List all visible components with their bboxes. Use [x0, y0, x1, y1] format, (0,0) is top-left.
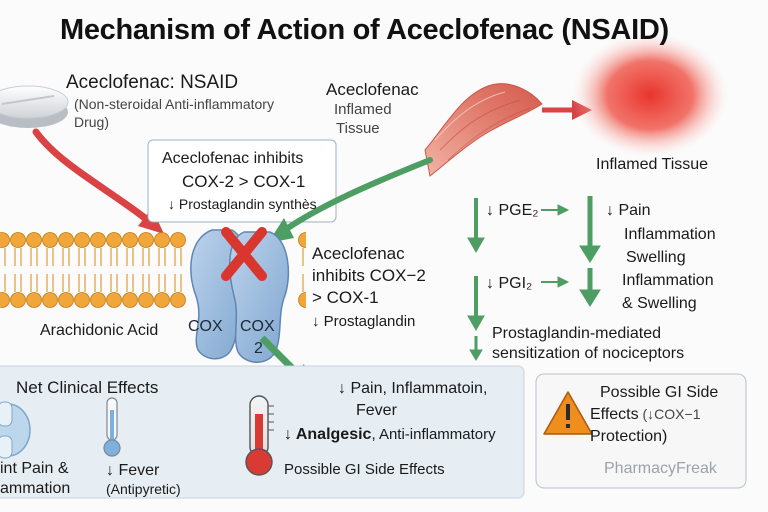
- inhibition-x-icon: [221, 227, 267, 281]
- drug-desc-line2: Drug): [74, 114, 110, 130]
- lipid-head: [0, 292, 10, 308]
- inhibit-text-line3: > COX-1: [312, 288, 379, 307]
- gi-box-line2-rest: (↓COX−1: [638, 406, 701, 422]
- gi-side-effects-box: [535, 373, 747, 489]
- lipid-head: [26, 292, 42, 308]
- lipid-head: [10, 232, 26, 248]
- joint-pain-line1: int Pain &: [0, 460, 69, 477]
- lipid-head: [411, 233, 426, 248]
- lipid-head: [58, 292, 74, 308]
- lipid-head: [122, 292, 138, 308]
- sensitization-line1: Prostaglandin-mediated: [492, 325, 661, 342]
- lipid-head: [122, 232, 138, 248]
- lipid-head: [106, 292, 122, 308]
- pge2-effect-inflammation: Inflammation: [624, 226, 716, 243]
- cox2-label-line2: 2: [254, 340, 263, 357]
- lipid-head: [138, 292, 154, 308]
- pgi2-label: ↓ PGI₂: [486, 275, 533, 292]
- inflamed-tissue-icon: [424, 83, 543, 177]
- inhibit-box-line2: COX-2 > COX-1: [182, 172, 306, 191]
- tissue-to-cox-arrow: [279, 157, 433, 235]
- lipid-head: [379, 293, 394, 308]
- fever-label: ↓ Fever: [106, 462, 160, 479]
- lipid-head: [106, 232, 122, 248]
- pge2-effect-swelling: Swelling: [626, 249, 686, 266]
- inhibit-box-line3: ↓ Prostaglandin synthès: [168, 196, 317, 212]
- gi-box-line2-bold: Effects: [590, 406, 639, 423]
- cox1-label: COX: [188, 318, 223, 335]
- effect-fever: Fever: [356, 402, 397, 419]
- effect-pain-inflammation: ↓ Pain, Inflammatoin,: [338, 380, 488, 397]
- lipid-head: [170, 292, 186, 308]
- joint-pain-line2: ammation: [0, 480, 71, 497]
- lipid-head: [42, 292, 58, 308]
- net-effects-heading: Net Clinical Effects: [16, 378, 159, 397]
- arachidonic-acid-label: Arachidonic Acid: [40, 322, 159, 339]
- lipid-head: [427, 293, 442, 308]
- gi-box-line1: Possible GI Side: [600, 384, 719, 401]
- effect-gi: Possible GI Side Effects: [284, 461, 445, 478]
- lipid-head: [154, 232, 170, 248]
- lipid-head: [154, 292, 170, 308]
- lipid-head: [90, 292, 106, 308]
- lipid-head: [395, 293, 410, 308]
- lipid-head: [298, 292, 306, 308]
- cell-membrane: [0, 232, 442, 308]
- pgi2-effect-swelling: & Swelling: [622, 295, 697, 312]
- lipid-head: [74, 232, 90, 248]
- effect-analgesic: ↓ Analgesic, Anti-inflammatory: [284, 426, 496, 444]
- inflamed-tissue-label: Inflamed Tissue: [596, 156, 709, 173]
- effect-analgesic-bold: ↓ Analgesic: [284, 426, 372, 443]
- drug-name-label: Aceclofenac: NSAID: [66, 72, 239, 93]
- thermometer-large-icon: [245, 395, 274, 476]
- brand-watermark: PharmacyFreak: [604, 460, 717, 477]
- lipid-head: [411, 293, 426, 308]
- lipid-head: [74, 292, 90, 308]
- lipid-head: [170, 232, 186, 248]
- sensitization-line2: sensitization of nociceptors: [492, 345, 685, 362]
- cox2-label-line1: COX: [240, 318, 275, 335]
- lipid-head: [10, 292, 26, 308]
- effect-analgesic-rest: , Anti-inflammatory: [371, 426, 496, 443]
- gi-box-line2: Effects (↓COX−1: [590, 406, 700, 424]
- pgi2-effect-inflammation: Inflammation: [622, 272, 714, 289]
- pge2-effect-pain: ↓ Pain: [606, 202, 651, 219]
- pge2-label: ↓ PGE₂: [486, 202, 539, 219]
- drug-desc-line1: (Non-steroidal Anti-inflammatory: [74, 96, 274, 112]
- warning-icon: [543, 391, 593, 435]
- knee-joint-icon: [0, 401, 31, 459]
- thermometer-small-icon: [103, 397, 121, 457]
- pathway-arrows: [467, 196, 601, 361]
- inhibit-text-line2: inhibits COX−2: [312, 266, 426, 285]
- lipid-head: [90, 232, 106, 248]
- tissue-label-line2: Tissue: [336, 120, 380, 137]
- gi-box-line3: Protection): [590, 428, 668, 445]
- tissue-drug-label: Aceclofenac: [326, 80, 419, 99]
- lipid-head: [58, 232, 74, 248]
- lipid-head: [26, 232, 42, 248]
- page-title: Mechanism of Action of Aceclofenac (NSAI…: [60, 14, 669, 46]
- drug-to-cox-arrow: [32, 128, 154, 226]
- antipyretic-label: (Antipyretic): [106, 481, 181, 497]
- inhibit-text-line1: Aceclofenac: [312, 244, 405, 263]
- inhibit-text-line4: ↓ Prostaglandin: [312, 313, 416, 330]
- lipid-head: [42, 232, 58, 248]
- lipid-head: [138, 232, 154, 248]
- pill-icon: [0, 85, 69, 128]
- lipid-head: [0, 232, 10, 248]
- lipid-head: [427, 233, 442, 248]
- inhibit-box-frame: [147, 139, 337, 223]
- lipid-head: [298, 232, 306, 248]
- inflamed-tissue-glow: [572, 33, 728, 157]
- tissue-label-line1: Inflamed: [334, 101, 392, 118]
- inhibit-box-line1: Aceclofenac inhibits: [162, 150, 304, 167]
